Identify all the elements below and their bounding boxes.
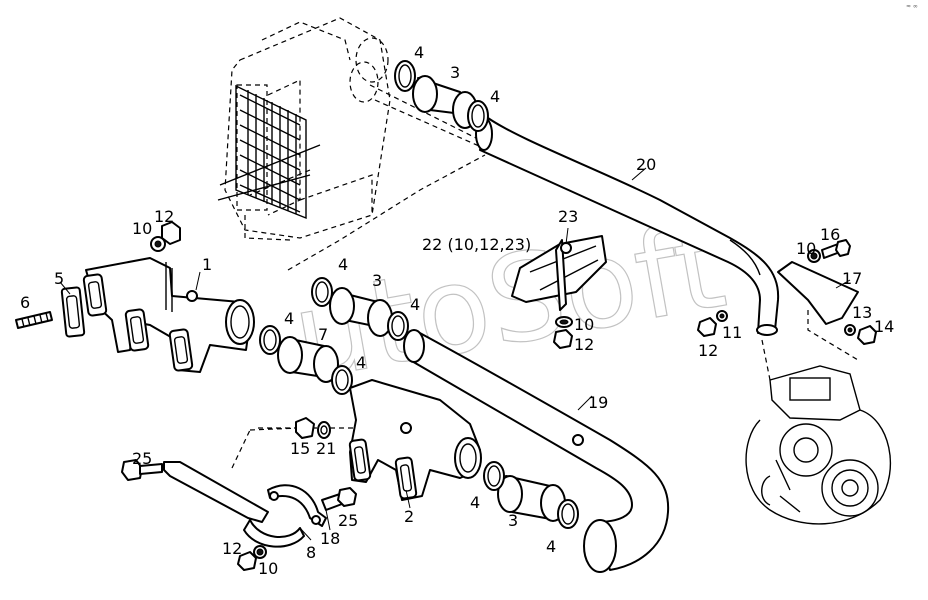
nut-12-right [697,317,717,337]
callout-5: 5 [54,269,64,288]
washer-11 [716,310,728,322]
callout-10-left: 10 [132,219,152,238]
callout-4-top-b: 4 [490,87,500,106]
callout-20: 20 [636,155,656,174]
gasket-5 [60,286,86,338]
pipe-19 [403,329,670,573]
nut-14 [857,325,877,345]
callout-4-bot-a: 4 [470,493,480,512]
gasket-21 [317,421,331,439]
callout-23: 23 [558,207,578,226]
manifold-1 [82,257,255,373]
callout-4-mid-b: 4 [410,295,420,314]
clamp-4-mid-a [311,277,333,307]
hose-3-top [412,75,478,129]
clamp-4-top-b [467,100,489,132]
callout-3-mid: 3 [372,271,382,290]
callout-4-mid-a: 4 [338,255,348,274]
callout-10-right: 10 [796,239,816,258]
callout-1: 1 [202,255,212,274]
callout-10-bot: 10 [258,559,278,578]
callout-14: 14 [874,317,894,336]
bracket-plate [163,461,269,523]
callout-12-mid: 12 [574,335,594,354]
washer-10-right [807,249,821,263]
washer-13 [844,324,856,336]
callout-10-mid: 10 [574,315,594,334]
callout-12-left: 12 [154,207,174,226]
bolt-25-right [321,487,357,511]
hose-7 [277,336,339,383]
callout-17: 17 [842,269,862,288]
callout-12-bot: 12 [222,539,242,558]
washer-10-bot [253,545,267,559]
callout-7: 7 [318,325,328,344]
turbocharger-phantom [745,365,892,525]
clamp-4-left [259,325,281,355]
intercooler-phantom [217,17,391,241]
bolt-16 [821,239,851,259]
callout-4-left: 4 [284,309,294,328]
hose-3-mid [329,287,393,337]
corner-mark: ≈ ∞ [906,3,918,10]
nut-12-bot [237,551,257,571]
leader-lines [59,167,851,541]
clamp-4-mid-b [387,311,409,341]
callout-25-left: 25 [132,449,152,468]
callout-16: 16 [820,225,840,244]
callout-4-left-b: 4 [356,353,366,372]
strap-8 [243,484,327,548]
callout-25-right: 25 [338,511,358,530]
callout-8: 8 [306,543,316,562]
callout-6: 6 [20,293,30,312]
manifold-2 [348,379,482,501]
callout-15: 15 [290,439,310,458]
nut-12-mid [553,329,573,349]
stud-6 [15,311,53,329]
callout-19: 19 [588,393,608,412]
clamp-4-bot-a [483,461,505,491]
callout-21: 21 [316,439,336,458]
clamp-4-bot-b [557,499,579,529]
bolt-25-left [121,459,163,481]
callout-3-top: 3 [450,63,460,82]
washer-10-mid [555,316,573,328]
callout-labels: 1 2 3 3 3 4 4 4 4 4 4 4 4 5 6 7 8 10 10 … [20,43,894,578]
clamp-4-left-b [331,365,353,395]
bolt-15 [295,417,315,439]
callout-2: 2 [404,507,414,526]
callout-12-right: 12 [698,341,718,360]
washer-10-left [150,236,166,252]
callout-13: 13 [852,303,872,322]
callout-22: 22 (10,12,23) [422,235,531,254]
callout-3-bot: 3 [508,511,518,530]
pipe-20 [475,117,780,336]
callout-11: 11 [722,323,742,342]
callout-4-top-a: 4 [414,43,424,62]
bracket-17 [777,261,859,325]
callout-18: 18 [320,529,340,548]
callout-4-bot-b: 4 [546,537,556,556]
bracket-22 [511,235,607,311]
clamp-4-top-a [394,60,416,92]
